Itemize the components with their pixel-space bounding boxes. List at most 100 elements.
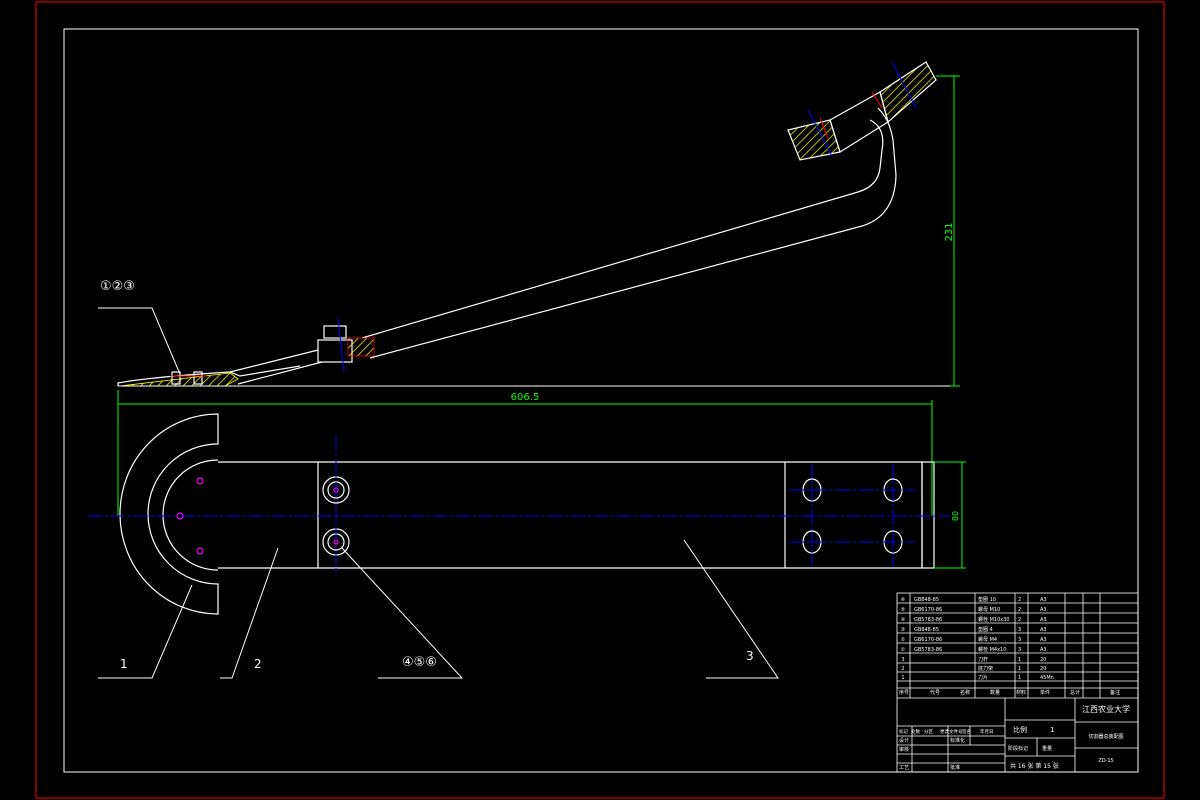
bom-cell-name: 螺栓 M4x10 — [978, 646, 1006, 653]
revision-header-cell: 标记 — [899, 728, 908, 735]
bom-cell-material: A3 — [1040, 627, 1047, 633]
revision-header-cell: 签名 — [962, 728, 971, 735]
bom-cell-name: 刀杆 — [978, 656, 988, 663]
joint-nut — [323, 325, 347, 339]
bom-header-cell: 代号 — [930, 689, 940, 696]
bom-cell-no: ① — [901, 647, 906, 653]
bom-cell-qty: 2 — [1018, 597, 1021, 603]
bom-cell-qty: 3 — [1018, 627, 1021, 633]
scale-label: 比例 — [1013, 725, 1027, 734]
joint-hatch — [347, 337, 375, 357]
bom-cell-qty: 3 — [1018, 637, 1021, 643]
bom-cell-qty: 1 — [1018, 657, 1021, 663]
blade-inner — [162, 459, 219, 571]
bom-cell-no: ③ — [901, 627, 905, 633]
stage-label: 阶段标记 — [1008, 745, 1028, 752]
bom-header-cell: 材料 — [1016, 689, 1026, 696]
bom-cell-material: A3 — [1040, 647, 1047, 653]
role-approve: 批准 — [950, 764, 960, 771]
bom-cell-material: A3 — [1040, 617, 1047, 623]
rivet-3 — [196, 547, 204, 555]
bom-cell-code: GB848-85 — [914, 597, 939, 603]
joint-washer — [317, 339, 353, 363]
width-dimension — [934, 461, 966, 569]
bom-cell-qty: 2 — [1018, 607, 1021, 613]
bom-cell-qty: 3 — [1018, 647, 1021, 653]
bom-cell-name: 螺母 M4 — [978, 636, 997, 643]
height-dimension — [936, 75, 960, 387]
length-dimension — [117, 390, 933, 516]
bom-header-cell: 数量 — [990, 689, 1000, 696]
drawing-number: ZD-15 — [1098, 758, 1113, 764]
bom-cell-no: 2 — [901, 666, 904, 672]
elevation-view — [117, 61, 955, 387]
role-design: 设计 — [899, 737, 909, 744]
centerlines — [88, 436, 950, 575]
role-standard: 标准化 — [950, 737, 965, 744]
bom-header-cell: 总计 — [1070, 689, 1080, 696]
bom-cell-name: 垫圈 4 — [978, 626, 993, 633]
revision-header-cell: 年月日 — [980, 728, 994, 735]
bom-cell-code: GB5783-86 — [914, 647, 942, 653]
bom-cell-name: 螺栓 M10x30 — [978, 616, 1010, 623]
bom-cell-no: 1 — [901, 675, 904, 681]
bom-cell-qty: 1 — [1018, 675, 1021, 681]
blade-ring — [119, 413, 219, 615]
bom-cell-no: ② — [901, 637, 906, 643]
university-name: 江西农业大学 — [1082, 704, 1130, 714]
bom-cell-name: 刀片 — [978, 674, 988, 681]
bom-cell-qty: 2 — [1018, 617, 1021, 623]
bom-cell-name: 垫圈 10 — [978, 596, 996, 603]
inner-frame — [63, 28, 1139, 773]
drawing-name: 切割器总装配图 — [1088, 733, 1123, 740]
bom-cell-code: GB6170-86 — [914, 637, 942, 643]
bom-cell-material: 20 — [1040, 657, 1046, 663]
label-part-1: 1 — [120, 657, 128, 671]
arm-main — [361, 107, 897, 359]
bom-cell-material: A3 — [1040, 607, 1047, 613]
bom-cell-qty: 1 — [1018, 666, 1021, 672]
bom-cell-name: 底刀架 — [978, 665, 993, 672]
base-bolt-2 — [193, 371, 203, 385]
title-block — [896, 592, 1139, 773]
sheet-info: 共 16 张 第 15 张 — [1010, 762, 1059, 770]
label-group-456: ④⑤⑥ — [402, 655, 437, 670]
role-process: 工艺 — [899, 765, 909, 771]
role-check: 审核 — [899, 746, 909, 753]
bom-cell-no: ⑤ — [901, 607, 905, 613]
base-plate — [117, 365, 301, 386]
bom-cell-code: GB848-85 — [914, 627, 939, 633]
bom-cell-no: ④ — [901, 617, 906, 623]
label-part-3: 3 — [746, 649, 754, 663]
revision-header-cell: 更改文件号 — [940, 728, 963, 735]
bom-cell-code: GB6170-86 — [914, 607, 942, 613]
weight-label: 重量 — [1042, 745, 1052, 752]
bom-header-cell: 序号 — [899, 689, 909, 696]
title-block-text: 江西农业大学 切割器总装配图 ZD-15 比例 1 共 16 张 第 15 张 … — [899, 704, 1130, 771]
bom-header-cell: 备注 — [1110, 689, 1120, 696]
label-part-2: 2 — [254, 657, 262, 671]
end-block — [921, 461, 935, 569]
bom-header-cell: 名称 — [960, 689, 970, 696]
arm-lower — [229, 349, 323, 385]
height-dim-text: 231 — [944, 222, 955, 241]
bom-cell-name: 螺母 M10 — [978, 606, 1000, 613]
base-bolt-1 — [171, 371, 181, 385]
outer-border — [35, 1, 1165, 799]
width-dim-text: 80 — [951, 511, 960, 521]
leader-lines — [98, 307, 779, 679]
bom-cell-no: ⑥ — [901, 597, 906, 603]
bom-cell-material: A3 — [1040, 597, 1047, 603]
bom-cell-no: 3 — [901, 657, 904, 663]
rivet-1 — [196, 477, 204, 485]
scale-value: 1 — [1050, 726, 1054, 734]
bom-cell-material: 20 — [1040, 666, 1046, 672]
length-dim-text: 606.5 — [511, 392, 540, 403]
revision-header-cell: 分区 — [924, 728, 933, 735]
top-plate-mid — [829, 91, 889, 153]
bom-header-cell: 单件 — [1040, 689, 1050, 696]
bom-cell-code: GB5783-86 — [914, 617, 942, 623]
bom-cell-material: 45Mn — [1040, 675, 1054, 681]
